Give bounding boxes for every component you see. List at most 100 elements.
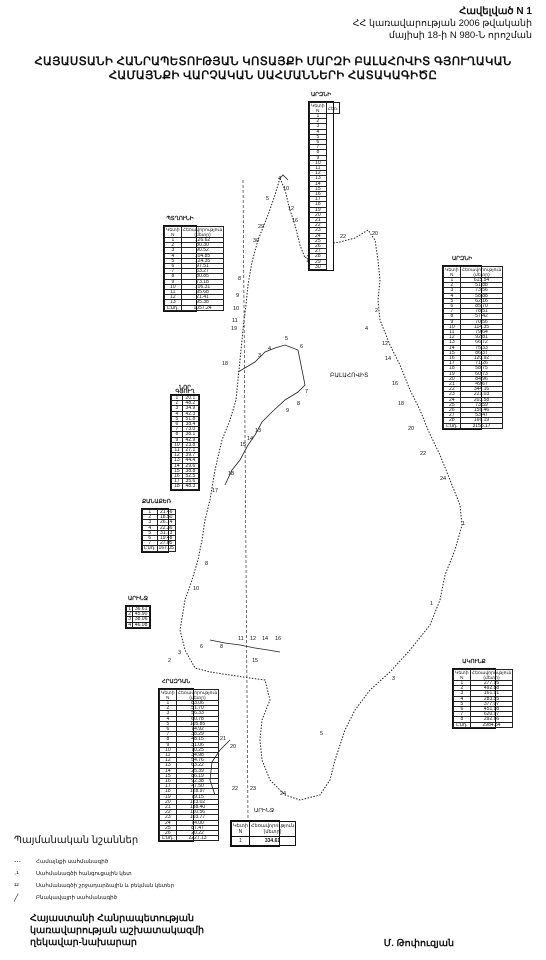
svg-text:12: 12 bbox=[288, 206, 294, 212]
col-header: Հեռավորություն (մետր) bbox=[180, 226, 225, 238]
svg-text:20: 20 bbox=[230, 744, 236, 750]
col-header: Կետի N bbox=[309, 102, 327, 114]
svg-text:29: 29 bbox=[258, 224, 264, 230]
svg-text:16: 16 bbox=[292, 218, 298, 224]
cell-total-label: Ընդ. bbox=[453, 721, 471, 728]
table-caption: ՆՈՐ ԳՅՈՒՂ bbox=[175, 385, 195, 396]
cell-total-value: 1057.24 bbox=[180, 304, 225, 311]
svg-text:3: 3 bbox=[392, 676, 395, 682]
col-header: Կետի N bbox=[159, 689, 177, 701]
svg-text:18: 18 bbox=[228, 471, 234, 477]
svg-text:8: 8 bbox=[238, 276, 241, 282]
svg-text:22: 22 bbox=[232, 786, 238, 792]
legend-item: ⋯Համայնքի սահմանագիծ bbox=[14, 859, 109, 866]
area-value: 334.61 bbox=[248, 836, 297, 846]
svg-text:3: 3 bbox=[258, 353, 261, 359]
svg-text:1: 1 bbox=[462, 521, 465, 527]
cell-total-value: 3155.17 bbox=[459, 422, 504, 429]
svg-text:14: 14 bbox=[247, 436, 253, 442]
cell-total-label: Ընդ. bbox=[164, 304, 182, 311]
svg-text:23: 23 bbox=[250, 786, 256, 792]
cell-total-value: 167.05 bbox=[156, 545, 176, 552]
cell-point: 4 bbox=[125, 621, 134, 628]
cell-distance: 46.08 bbox=[132, 621, 150, 628]
table-caption: ԱՐԶՆԻ bbox=[451, 256, 473, 262]
legend: Պայմանական նշաններ ⋯Համայնքի սահմանագիծ … bbox=[14, 835, 174, 904]
signatory-title: Հայաստանի Հանրապետության կառավարության ա… bbox=[30, 913, 205, 948]
table-total-row: Ընդ.2984.54 bbox=[453, 721, 514, 728]
svg-text:12: 12 bbox=[250, 636, 256, 642]
cell-total-label: Ընդ. bbox=[443, 422, 461, 429]
svg-text:9: 9 bbox=[286, 408, 289, 414]
table-total-row: Ընդ.2227.13 bbox=[159, 835, 220, 842]
table-caption: ԱՐԻՆՋ bbox=[127, 596, 149, 602]
svg-text:4: 4 bbox=[365, 326, 368, 332]
turn-point-icon: ¹² bbox=[14, 882, 19, 890]
svg-text:24: 24 bbox=[280, 791, 286, 797]
settlement-label: ԲԱԼԱՀՈՎԻՏ bbox=[330, 372, 368, 379]
svg-text:11: 11 bbox=[238, 636, 244, 642]
svg-text:9: 9 bbox=[236, 293, 239, 299]
svg-text:5: 5 bbox=[285, 336, 288, 342]
table-caption: ԱԿՈՒՆՔ bbox=[462, 659, 486, 665]
svg-text:6: 6 bbox=[300, 344, 303, 350]
col-header: Հեռավորություն (մետր) bbox=[459, 266, 504, 278]
svg-text:4: 4 bbox=[268, 346, 271, 352]
svg-text:12: 12 bbox=[382, 341, 388, 347]
signatory-name: Մ. Թոփուզյան bbox=[383, 938, 454, 949]
cell-point: 30 bbox=[309, 263, 327, 271]
col-header: Հեռավորություն (մետր) bbox=[469, 669, 514, 681]
svg-text:16: 16 bbox=[275, 636, 281, 642]
svg-text:22: 22 bbox=[340, 234, 346, 240]
cell-distance: 48.3 bbox=[181, 483, 200, 490]
svg-text:10: 10 bbox=[283, 186, 289, 192]
svg-text:18: 18 bbox=[398, 401, 404, 407]
svg-text:14: 14 bbox=[262, 636, 268, 642]
svg-text:10: 10 bbox=[193, 586, 199, 592]
legend-item: ╱Բնակավայրի սահմանագիծ bbox=[14, 895, 118, 902]
svg-text:30: 30 bbox=[253, 238, 259, 244]
svg-text:5: 5 bbox=[266, 196, 269, 202]
svg-text:14: 14 bbox=[385, 356, 391, 362]
col-header: Կետի N bbox=[164, 226, 182, 238]
node-point-icon: ·¹ bbox=[14, 870, 19, 878]
svg-text:2: 2 bbox=[168, 658, 171, 664]
col-header: Կետի N bbox=[453, 669, 471, 681]
table-caption: ԱՐԶՆԻ bbox=[310, 92, 332, 98]
svg-text:17: 17 bbox=[212, 488, 218, 494]
annex-header: Հավելված N 1 ՀՀ կառավարության 2006 թվակա… bbox=[353, 6, 532, 42]
svg-text:2: 2 bbox=[375, 308, 378, 314]
svg-text:3: 3 bbox=[178, 650, 181, 656]
svg-text:16: 16 bbox=[392, 381, 398, 387]
svg-text:10: 10 bbox=[233, 306, 239, 312]
table-total-row: Ընդ.1057.24 bbox=[164, 304, 225, 311]
decision-date: մայիսի 18-ի N 980-Ն որոշման bbox=[388, 30, 532, 41]
svg-text:8: 8 bbox=[205, 561, 208, 567]
svg-text:6: 6 bbox=[200, 644, 203, 650]
area-n: 1 bbox=[231, 836, 250, 846]
svg-text:4: 4 bbox=[278, 176, 281, 182]
neighbor-label-bottom: ԱՐԻՆՋ bbox=[254, 807, 275, 814]
svg-text:11: 11 bbox=[232, 318, 238, 324]
col-header: Կետի N bbox=[443, 266, 461, 278]
svg-text:24: 24 bbox=[440, 476, 446, 482]
svg-text:22: 22 bbox=[420, 451, 426, 457]
doc-title-line2: ՀԱՄԱՅՆՔԻ ՎԱՐՉԱԿԱՆ ՍԱՀՄԱՆՆԵՐԻ ՀԱՏԱԿԱԳԻԾԸ bbox=[108, 70, 438, 82]
table-caption: ՔԱՆԱՔԵՌ bbox=[142, 499, 172, 505]
svg-text:15: 15 bbox=[252, 658, 258, 664]
cell-point: 18 bbox=[171, 483, 183, 490]
decision-line: ՀՀ կառավարության 2006 թվականի bbox=[352, 18, 532, 29]
cell-total-label: Ընդ. bbox=[142, 545, 158, 552]
svg-text:15: 15 bbox=[240, 442, 246, 448]
